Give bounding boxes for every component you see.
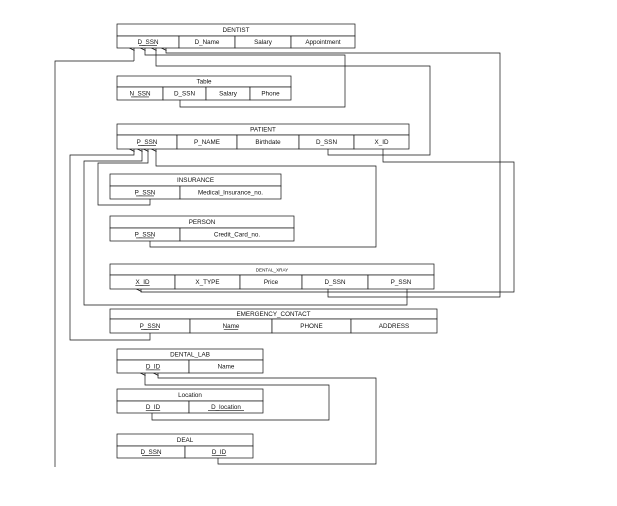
table-title: Location bbox=[178, 392, 202, 399]
column-p-ssn: P_SSN bbox=[135, 190, 156, 197]
link-patient-xid-to-xray bbox=[141, 149, 515, 293]
column-cell bbox=[179, 185, 282, 200]
column-cell bbox=[367, 274, 435, 290]
link-insurance-to-patient bbox=[97, 149, 151, 206]
column-x-id: X_ID bbox=[136, 279, 150, 286]
table-title: PERSON bbox=[189, 219, 216, 226]
link-deal-dssn-to-dentist bbox=[54, 60, 134, 467]
relationship-lines bbox=[54, 48, 515, 467]
column-p-ssn: P_SSN bbox=[135, 232, 156, 239]
table-person: PERSON P_SSN Credit_Card_no. bbox=[109, 215, 295, 242]
column-x-type: X_TYPE bbox=[195, 279, 219, 286]
table-insurance: INSURANCE P_SSN Medical_Insurance_no. bbox=[109, 173, 282, 200]
column-address: ADDRESS bbox=[379, 323, 409, 330]
link-emergency-to-patient bbox=[69, 149, 151, 341]
column-appointment: Appointment bbox=[305, 39, 341, 46]
link-location-did-to-lab bbox=[145, 373, 330, 421]
column-d-ssn: D_SSN bbox=[325, 279, 346, 286]
column-d-ssn: D_SSN bbox=[316, 139, 337, 146]
column-cell bbox=[179, 227, 295, 242]
column-n-ssn: N_SSN bbox=[130, 91, 151, 98]
table-dental-lab: DENTAL_LAB D_ID Name bbox=[116, 348, 264, 374]
column-cell bbox=[290, 35, 356, 49]
table-title: DENTIST bbox=[223, 27, 250, 34]
column-p-ssn: P_SSN bbox=[137, 139, 158, 146]
link-xray-pssn-to-patient bbox=[83, 149, 408, 306]
table-title: PATIENT bbox=[250, 127, 276, 134]
column-birthdate: Birthdate bbox=[255, 139, 281, 146]
column-d-id: D_ID bbox=[146, 404, 161, 411]
column-name: Name bbox=[218, 364, 235, 371]
link-xray-dssn-to-dentist bbox=[166, 48, 501, 298]
column-d-location: D_location bbox=[211, 404, 241, 411]
link-deal-did-to-lab bbox=[158, 373, 377, 465]
table-title: DENTAL_LAB bbox=[170, 352, 210, 359]
column-p-ssn: P_SSN bbox=[140, 323, 161, 330]
column-d-name: D_Name bbox=[195, 39, 220, 46]
column-name: Name bbox=[223, 323, 240, 330]
table-title: INSURANCE bbox=[177, 177, 214, 184]
column-d-id: D_ID bbox=[146, 364, 161, 371]
column-salary: Salary bbox=[254, 39, 273, 46]
table-patient: PATIENT P_SSN P_NAME Birthdate D_SSN X_ID bbox=[116, 123, 410, 150]
column-d-ssn: D_SSN bbox=[141, 449, 162, 456]
link-table-dssn-to-dentist bbox=[145, 48, 346, 108]
column-salary: Salary bbox=[219, 91, 238, 98]
column-p-name: P_NAME bbox=[194, 139, 220, 146]
column-x-id: X_ID bbox=[375, 139, 389, 146]
column-price: Price bbox=[264, 279, 279, 286]
column-p-ssn: P_SSN bbox=[391, 279, 412, 286]
table-title: Table bbox=[196, 79, 212, 86]
column-cell bbox=[249, 86, 292, 101]
column-d-ssn: D_SSN bbox=[138, 39, 159, 46]
column-cell bbox=[188, 359, 264, 374]
table-title: DENTAL_XRAY bbox=[256, 268, 289, 273]
link-patient-dssn-to-dentist bbox=[156, 48, 431, 156]
column-cell bbox=[184, 445, 254, 459]
table-dental-xray: DENTAL_XRAY X_ID X_TYPE Price D_SSN P_SSN bbox=[109, 263, 435, 290]
column-cell bbox=[350, 318, 438, 334]
table-title: DEAL bbox=[177, 437, 194, 444]
table-dentist: DENTIST D_SSN D_Name Salary Appointment bbox=[116, 23, 356, 49]
column-d-ssn: D_SSN bbox=[174, 91, 195, 98]
column-credit-card-no: Credit_Card_no. bbox=[214, 232, 260, 239]
column-phone: PHONE bbox=[300, 323, 322, 330]
table-title: EMERGENCY_CONTACT bbox=[236, 311, 310, 318]
column-d-id: D_ID bbox=[212, 449, 227, 456]
table-deal: DEAL D_SSN D_ID bbox=[116, 433, 254, 459]
link-person-to-patient bbox=[149, 149, 377, 248]
column-cell bbox=[188, 400, 264, 414]
table-emergency-contact: EMERGENCY_CONTACT P_SSN Name PHONE ADDRESS bbox=[109, 308, 438, 334]
column-medical-insurance-no: Medical_Insurance_no. bbox=[198, 190, 263, 197]
column-phone: Phone bbox=[261, 91, 280, 98]
column-cell bbox=[353, 134, 410, 150]
